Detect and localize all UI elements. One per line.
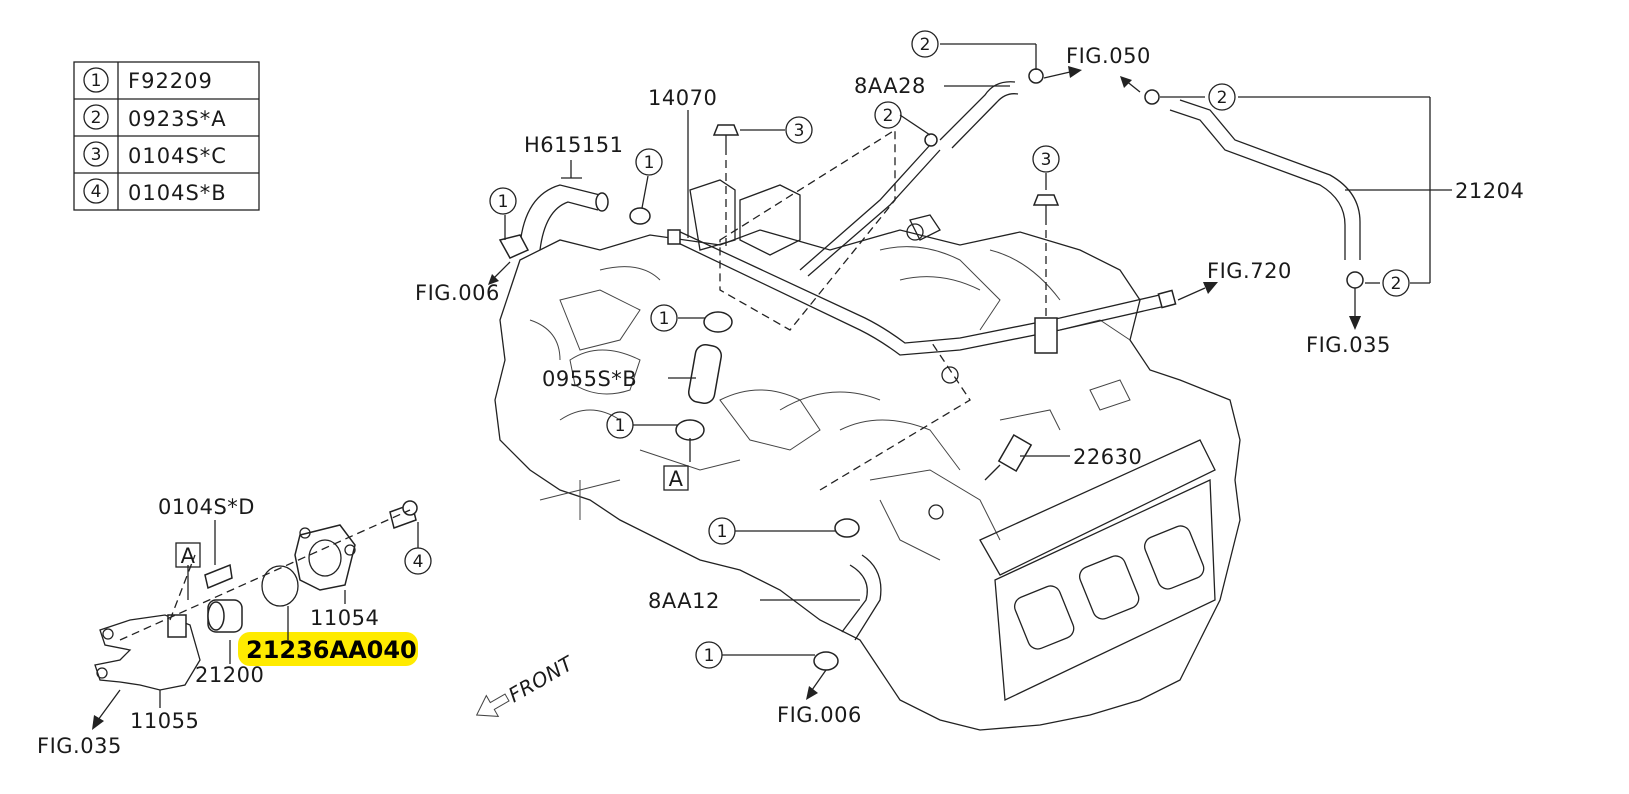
leader-lines: [92, 43, 1452, 730]
callout-3-right: 3: [1041, 150, 1052, 170]
callouts: 2 2 2 2 3 3 1 1 1 1 1 1 4: [404, 30, 1410, 669]
legend-code-4: 0104S*B: [128, 181, 227, 205]
label-21204: 21204: [1455, 179, 1524, 203]
marker-a-left: A: [181, 544, 196, 568]
front-indicator: FRONT: [475, 650, 579, 717]
label-21200: 21200: [195, 663, 264, 687]
label-8aa12: 8AA12: [648, 589, 720, 613]
legend-key-3: 3: [91, 145, 102, 165]
label-11054: 11054: [310, 606, 379, 630]
sensor-22630: [984, 433, 1033, 481]
label-fig006-top: FIG.006: [415, 281, 500, 305]
callout-1-hose-top: 1: [659, 309, 670, 329]
callout-1-hose-bottom: 1: [615, 416, 626, 436]
highlighted-part[interactable]: 21236AA040: [238, 632, 418, 666]
label-22630: 22630: [1073, 445, 1142, 469]
part-labels: 14070 H615151 8AA28 FIG.050 21204 FIG.72…: [37, 44, 1524, 758]
legend-code-2: 0923S*A: [128, 107, 227, 131]
hose-8aa28: [799, 68, 1044, 277]
legend-key-4: 4: [91, 182, 102, 202]
marker-a-main: A: [669, 467, 684, 491]
engine-block-drawing: [494, 128, 1241, 731]
label-fig720: FIG.720: [1207, 259, 1292, 283]
label-fig035-left: FIG.035: [37, 734, 122, 758]
callout-1-left: 1: [498, 192, 509, 212]
thermostat-assembly: [94, 500, 418, 691]
label-0955sb: 0955S*B: [542, 367, 637, 391]
callout-2-mid: 2: [883, 106, 894, 126]
label-front: FRONT: [504, 650, 578, 707]
label-fig050: FIG.050: [1066, 44, 1151, 68]
label-14070: 14070: [648, 86, 717, 110]
bolts: [712, 124, 1060, 320]
hose-0955sb: [675, 311, 733, 441]
highlighted-part-number[interactable]: 21236AA040: [246, 636, 417, 664]
callout-2-right-bottom: 2: [1391, 274, 1402, 294]
callout-4: 4: [413, 552, 424, 572]
water-pipe: [667, 229, 1177, 356]
label-fig006-bottom: FIG.006: [777, 703, 862, 727]
callout-1-clamp: 1: [644, 153, 655, 173]
legend-code-3: 0104S*C: [128, 144, 227, 168]
hose-8aa12: [813, 518, 882, 671]
legend-code-1: F92209: [128, 69, 213, 93]
callout-1-lower: 1: [717, 522, 728, 542]
label-8aa28: 8AA28: [854, 74, 926, 98]
label-11055: 11055: [130, 709, 199, 733]
legend-key-1: 1: [91, 71, 102, 91]
label-h615151: H615151: [524, 133, 623, 157]
label-fig035-right: FIG.035: [1306, 333, 1391, 357]
callout-2-top: 2: [920, 35, 931, 55]
hose-h615151: [498, 160, 651, 259]
legend-key-2: 2: [91, 108, 102, 128]
callout-2-right-top: 2: [1217, 88, 1228, 108]
label-0104sd: 0104S*D: [158, 495, 255, 519]
callout-1-bottom: 1: [704, 646, 715, 666]
legend-table: 1 F92209 2 0923S*A 3 0104S*C 4 0104S*B: [73, 61, 260, 211]
callout-3-top: 3: [794, 121, 805, 141]
